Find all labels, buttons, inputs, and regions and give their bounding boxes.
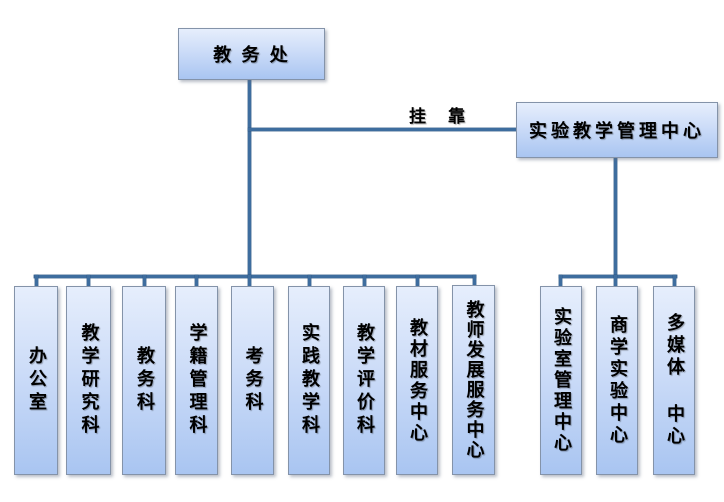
department-label: 办公室 xyxy=(26,346,47,415)
department-box: 实践教学科 xyxy=(288,286,330,475)
connector-stub xyxy=(363,275,366,287)
department-box: 教务科 xyxy=(122,286,166,475)
department-label: 考务科 xyxy=(242,346,264,415)
connector-left-bus xyxy=(34,275,476,278)
connector-stub xyxy=(614,275,617,287)
connector-stub xyxy=(473,275,476,287)
connector-stub xyxy=(416,275,419,287)
affiliation-label: 挂 靠 xyxy=(409,107,473,127)
department-box: 考务科 xyxy=(231,286,274,475)
department-box: 教师发展服务中心 xyxy=(452,285,495,475)
root-box-label: 教 务 处 xyxy=(213,45,290,66)
connector-stub xyxy=(673,275,676,287)
department-label: 实践教学科 xyxy=(299,323,320,438)
connector-stub xyxy=(143,275,146,287)
affiliated-child-label: 实验室管理中心 xyxy=(551,307,572,454)
affiliated-center-box: 实验教学管理中心 xyxy=(516,102,718,158)
connector-stub xyxy=(35,275,38,287)
department-box: 办公室 xyxy=(14,286,58,475)
affiliated-child-box: 多媒体 中心 xyxy=(653,286,695,475)
department-label: 学籍管理科 xyxy=(186,323,208,438)
connector-stub xyxy=(248,275,251,287)
department-label: 教学研究科 xyxy=(78,323,100,438)
department-box: 教材服务中心 xyxy=(396,286,438,475)
department-box: 学籍管理科 xyxy=(175,286,218,475)
connector-stub xyxy=(559,275,562,287)
root-box: 教 务 处 xyxy=(178,28,325,80)
connector-affiliated-vertical xyxy=(614,158,617,278)
department-box: 教学研究科 xyxy=(66,286,111,475)
department-label: 教务科 xyxy=(134,346,155,415)
connector-stub xyxy=(87,275,90,287)
department-box: 教学评价科 xyxy=(343,286,385,475)
affiliated-child-label: 商学实验中心 xyxy=(607,314,628,447)
connector-stub xyxy=(195,275,198,287)
connector-stub xyxy=(308,275,311,287)
connector-right-bus xyxy=(559,275,677,278)
connector-root-vertical xyxy=(248,80,251,278)
affiliated-center-label: 实验教学管理中心 xyxy=(529,121,705,142)
department-label: 教学评价科 xyxy=(354,323,375,438)
connector-affiliation-horizontal xyxy=(248,128,518,131)
affiliated-child-label: 多媒体 中心 xyxy=(664,313,685,448)
affiliated-child-box: 实验室管理中心 xyxy=(540,286,582,475)
department-label: 教师发展服务中心 xyxy=(463,300,485,460)
department-label: 教材服务中心 xyxy=(407,317,428,444)
affiliated-child-box: 商学实验中心 xyxy=(596,286,638,475)
